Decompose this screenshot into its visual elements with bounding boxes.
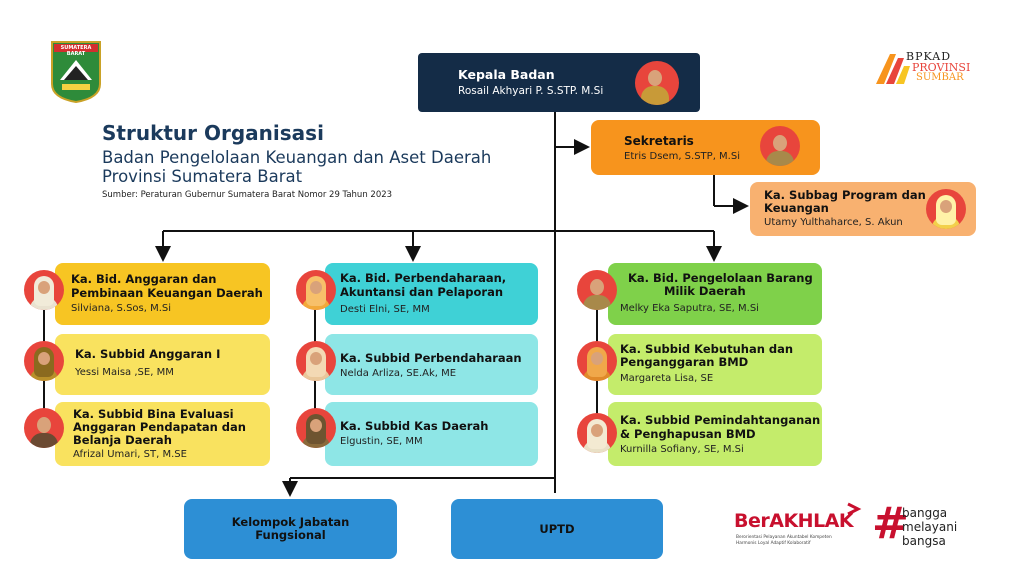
col1-row3-title-line2: Anggaran Pendapatan dan [73, 420, 246, 434]
col3-row1-title-line1: Ka. Bid. Pengelolaan Barang [628, 271, 813, 285]
col1-row1-name: Silviana, S.Sos, M.Si [71, 303, 172, 314]
col2-row1-avatar [296, 270, 336, 310]
berakhlak-wordmark: BerAKHLAK [734, 510, 854, 532]
subbag-avatar [926, 189, 966, 229]
secretary-avatar [760, 126, 800, 166]
col3-row3-avatar [577, 413, 617, 453]
col2-row1-box [325, 263, 538, 325]
col1-row1-avatar [24, 270, 64, 310]
province-logo: SUMATERA BARAT [50, 40, 102, 104]
col2-row3-name: Elgustin, SE, MM [340, 436, 423, 447]
col1-row2-avatar [24, 341, 64, 381]
col3-row2-title-line1: Ka. Subbid Kebutuhan dan [620, 342, 794, 356]
secretary-title: Sekretaris [624, 134, 694, 148]
col1-row2-title-line1: Ka. Subbid Anggaran I [75, 347, 221, 361]
head-avatar [635, 61, 679, 105]
kjf-box: Kelompok Jabatan Fungsional [184, 499, 397, 559]
col1-row1-box [55, 263, 270, 325]
province-logo-banner: SUMATERA BARAT [60, 45, 92, 57]
col3-row3-title-line1: Ka. Subbid Pemindahtanganan [620, 413, 821, 427]
page-title: Struktur Organisasi [102, 121, 324, 145]
bangga-line3: bangsa [902, 534, 946, 548]
source-note: Sumber: Peraturan Gubernur Sumatera Bara… [102, 190, 393, 200]
page-subtitle-line1: Badan Pengelolaan Keuangan dan Aset Daer… [102, 148, 492, 167]
col2-row2-avatar [296, 341, 336, 381]
bpkad-provinsi: PROVINSI [912, 61, 971, 74]
col3-row3-title-line2: & Penghapusan BMD [620, 427, 756, 441]
col3-row1-title-line2: Milik Daerah [664, 284, 746, 298]
col3-row2-box [608, 334, 822, 395]
col2-row3-box [325, 402, 538, 466]
berakhlak-chevron-icon [847, 502, 862, 516]
col1-row2-name: Yessi Maisa ,SE, MM [75, 367, 174, 378]
subbag-title-line1: Ka. Subbag Program dan [764, 188, 926, 202]
col1-row1-title-line2: Pembinaan Keuangan Daerah [71, 286, 263, 300]
col1-row1-title-line1: Ka. Bid. Anggaran dan [71, 272, 217, 286]
col3-row2-name: Margareta Lisa, SE [620, 373, 714, 384]
col3-row2-title-line2: Penganggaran BMD [620, 355, 749, 369]
col1-row3-avatar [24, 408, 64, 448]
hash-icon: # [872, 498, 909, 549]
col3-row1-box [608, 263, 822, 325]
col2-row3-avatar [296, 408, 336, 448]
subbag-name: Utamy Yulthaharce, S. Akun [764, 217, 903, 228]
col1-row3-title-line3: Belanja Daerah [73, 433, 172, 447]
berakhlak-logo: BerAKHLAK Berorientasi Pelayanan Akuntab… [734, 502, 866, 550]
col2-row2-title-line1: Ka. Subbid Perbendaharaan [340, 351, 522, 365]
bpkad-text: BPKAD [906, 50, 952, 63]
bpkad-logo: BPKAD PROVINSI SUMBAR [876, 50, 986, 86]
kjf-title-line1: Kelompok Jabatan [231, 515, 350, 529]
uptd-box: UPTD [451, 499, 663, 559]
bpkad-mark-icon [876, 54, 910, 84]
bangga-line1: bangga [902, 506, 948, 520]
berakhlak-tagline1: Berorientasi Pelayanan Akuntabel Kompete… [736, 535, 832, 540]
page-subtitle-line2: Provinsi Sumatera Barat [102, 167, 303, 186]
bangga-line2: melayani [902, 520, 958, 534]
col3-row3-name: Kurnilla Sofiany, SE, M.Si [620, 444, 744, 455]
col2-row1-name: Desti Elni, SE, MM [340, 304, 430, 315]
head-title: Kepala Badan [458, 67, 555, 82]
kjf-title-line2: Fungsional [255, 528, 326, 542]
uptd-title: UPTD [539, 521, 575, 536]
col1-row2-box [55, 334, 270, 395]
col1-row3-box [55, 402, 270, 466]
col2-row1-title-line1: Ka. Bid. Perbendaharaan, [340, 271, 507, 285]
subbag-title-line2: Keuangan [764, 201, 829, 215]
bpkad-sumbar: SUMBAR [916, 72, 964, 83]
bangga-melayani-logo: # bangga melayani bangsa [872, 501, 972, 551]
berakhlak-tagline2: Harmonis Loyal Adaptif Kolaboratif [736, 541, 811, 546]
col2-row1-title-line2: Akuntansi dan Pelaporan [340, 285, 504, 299]
col3-row1-name: Melky Eka Saputra, SE, M.Si [620, 303, 759, 314]
province-shield-icon [51, 41, 101, 104]
col2-row3-title-line1: Ka. Subbid Kas Daerah [340, 419, 489, 433]
secretary-name: Etris Dsem, S.STP, M.Si [624, 151, 740, 162]
col1-row3-name: Afrizal Umari, ST, M.SE [73, 449, 187, 460]
col1-row3-title-line1: Ka. Subbid Bina Evaluasi [73, 407, 234, 421]
head-name: Rosail Akhyari P. S.STP. M.Si [458, 85, 604, 97]
col3-row2-avatar [577, 341, 617, 381]
col2-row2-name: Nelda Arliza, SE.Ak, ME [340, 368, 457, 379]
col3-row3-box [608, 402, 822, 466]
col3-row1-avatar [577, 270, 617, 310]
col2-row2-box [325, 334, 538, 395]
